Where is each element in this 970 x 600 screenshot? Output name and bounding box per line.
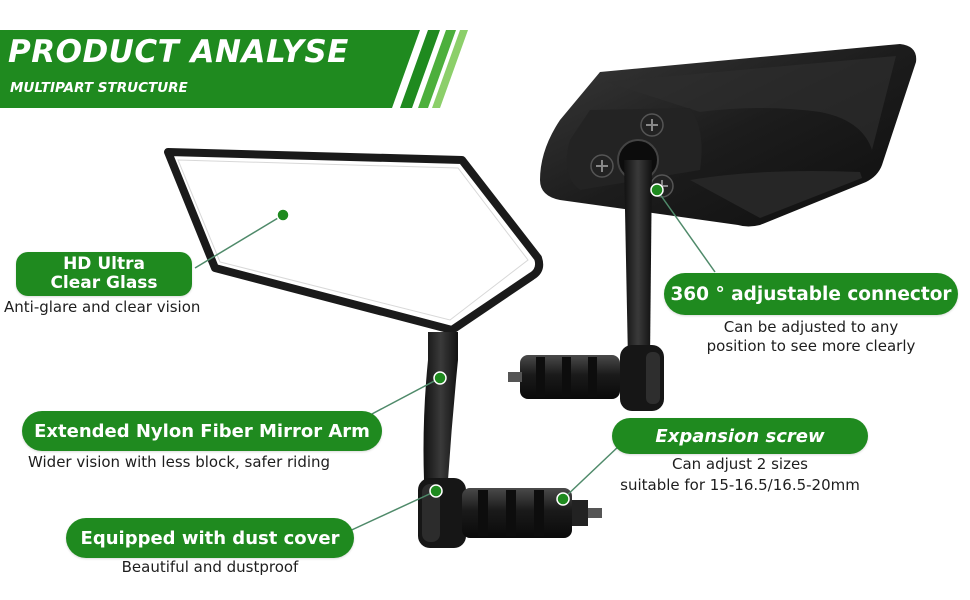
mirror-arm [418, 332, 466, 548]
screw-description-line2: suitable for 15-16.5/16.5-20mm [620, 476, 860, 494]
glass-title-line1: HD Ultra [63, 254, 145, 274]
glass-feature-label: HD Ultra Clear Glass [16, 252, 192, 296]
connector-description-line1: Can be adjusted to any [723, 318, 899, 336]
page-title: PRODUCT ANALYSE [8, 34, 349, 70]
connector-description-line2: position to see more clearly [706, 337, 916, 355]
screw-feature-label: Expansion screw [612, 418, 868, 454]
leader-lines [194, 183, 716, 541]
mirror-arm-right [620, 160, 664, 411]
mirror-back-body [540, 44, 917, 227]
mirror-glass [164, 148, 544, 334]
screw-description-line1: Can adjust 2 sizes [671, 455, 808, 473]
dust-cover-feature-label: Equipped with dust cover [66, 518, 354, 558]
glass-title-line2: Clear Glass [50, 273, 158, 293]
bar-end-plug-right [508, 355, 620, 399]
page-subtitle: MULTIPART STRUCTURE [10, 80, 188, 96]
glass-description: Anti-glare and clear vision [4, 298, 201, 316]
connector-feature-label: 360 ° adjustable connector [664, 273, 958, 315]
banner-background [0, 30, 468, 108]
header-banner: PRODUCT ANALYSE MULTIPART STRUCTURE [0, 30, 470, 108]
arm-description: Wider vision with less block, safer ridi… [28, 453, 331, 471]
dust-cover-description: Beautiful and dustproof [121, 558, 299, 576]
arm-feature-label: Extended Nylon Fiber Mirror Arm [22, 411, 382, 451]
bar-end-plug [462, 488, 602, 538]
